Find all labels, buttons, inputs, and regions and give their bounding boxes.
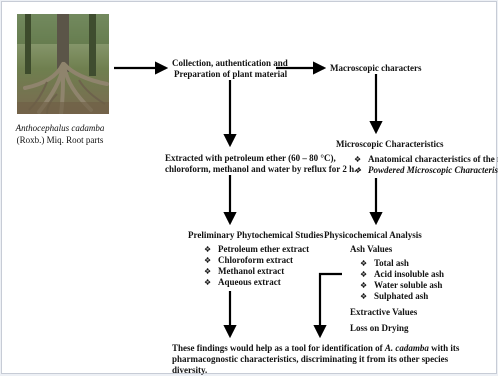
phytochemical-list: Petroleum ether extract Chloroform extra… (204, 244, 309, 288)
ash-item: Acid insoluble ash (360, 269, 444, 280)
ash-values-list: Total ash Acid insoluble ash Water solub… (360, 258, 444, 302)
macroscopic-characters: Macroscopic characters (330, 63, 422, 73)
extraction-line1: Extracted with petroleum ether (60 – 80 … (165, 153, 336, 163)
extraction-line2: chloroform, methanol and water by reflux… (165, 164, 357, 174)
ash-item: Total ash (360, 258, 444, 269)
plant-authority: (Roxb.) Miq. Root parts (16, 135, 104, 145)
phytochemical-item: Petroleum ether extract (204, 244, 309, 255)
conclusion-line1-text: These findings would help as a tool for … (172, 343, 385, 353)
phytochemical-item: Aqueous extract (204, 277, 309, 288)
physicochemical-title: Physicochemical Analysis (324, 230, 422, 240)
arrow-physicochemical-to-conclusion (313, 272, 342, 339)
conclusion-line1: These findings would help as a tool for … (172, 343, 459, 354)
plant-name: Anthocephalus cadamba (15, 123, 105, 133)
extractive-values: Extractive Values (350, 307, 418, 317)
ash-item: Sulphated ash (360, 291, 444, 302)
plant-root-photo (17, 14, 109, 114)
microscopic-list: Anatomical characteristics of the root P… (354, 154, 498, 176)
conclusion-line2: pharmacognostic characteristics, discrim… (172, 354, 449, 364)
microscopic-item: Anatomical characteristics of the root (354, 154, 498, 165)
phytochemical-item: Methanol extract (204, 266, 309, 277)
ash-values-title: Ash Values (350, 244, 393, 254)
conclusion-line3: diversity. (172, 365, 208, 375)
collection-line2: Preparation of plant material (174, 69, 288, 79)
microscopic-title: Microscopic Characteristics (336, 139, 444, 149)
conclusion-line1-end: with its (428, 343, 460, 353)
microscopic-item: Powdered Microscopic Characteristics (354, 165, 498, 176)
conclusion-species: A. cadamba (384, 343, 429, 353)
ash-item: Water soluble ash (360, 280, 444, 291)
loss-on-drying: Loss on Drying (350, 323, 409, 333)
collection-line1: Collection, authentication and (172, 58, 288, 68)
phytochemical-item: Chloroform extract (204, 255, 309, 266)
phytochemical-title: Preliminary Phytochemical Studies (188, 230, 324, 240)
